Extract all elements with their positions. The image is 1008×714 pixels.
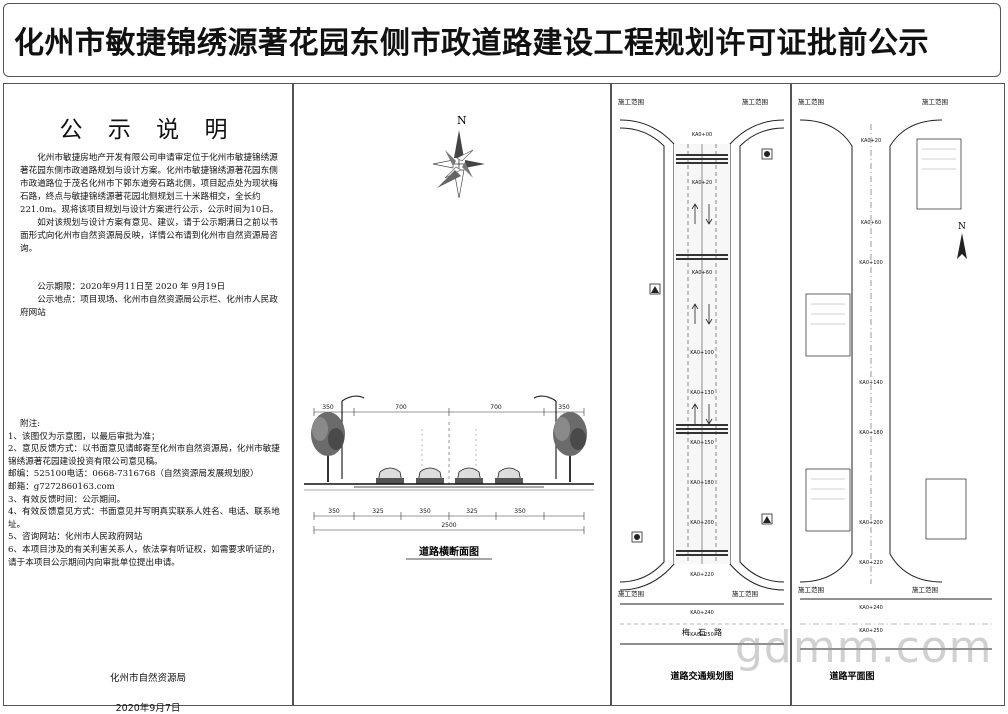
appendix-item: 5、咨询网站：化州市人民政府网站: [8, 532, 143, 543]
traffic-plan-drawing: 施工范围 施工范围 施工范围 施工范围 KA0+00 KA0+20 KA0+60…: [618, 97, 785, 682]
dimension-label: 700: [395, 404, 407, 411]
street-lamp-icon: [533, 395, 557, 479]
dimension-total: 2500: [441, 522, 456, 529]
station-label: KA0+240: [690, 610, 714, 616]
cross-section-drawing: N 350 700 700 350: [304, 114, 594, 560]
station-label: KA0+60: [692, 270, 712, 276]
north-arrow-icon: [957, 233, 967, 259]
station-label: KA0+60: [861, 220, 881, 226]
station-label: KA0+100: [859, 260, 883, 266]
appendix-item: 6、本项目涉及的有关利害关系人，依法享有听证权，如需要求听证的，请于本项目公示期…: [8, 544, 280, 568]
notice-body: 化州市敏捷房地产开发有限公司申请审定位于化州市敏捷锦绣源著花园东侧市政道路规划与…: [20, 152, 282, 256]
dimension-label: 325: [466, 508, 478, 515]
dimension-label: 350: [514, 508, 526, 515]
station-label: KA0+240: [859, 605, 883, 611]
appendix-item: 2、意见反馈方式：以书面意见请邮寄至化州市自然资源局，化州市敏捷锦绣源著花园建设…: [8, 444, 280, 467]
road-plan-panel: N 施工范围 施工范围 施工范围 施工范围 KA0+20 KA0+60 KA0+…: [791, 83, 1005, 706]
tree-icon: [311, 412, 345, 482]
station-label: KA0+00: [692, 132, 712, 138]
station-label: KA0+150: [690, 440, 714, 446]
appendix-item: 邮箱：g7272860163.com: [8, 481, 115, 492]
station-label: KA0+200: [690, 520, 714, 526]
dimension-label: 350: [322, 404, 334, 411]
construction-range-label: 施工范围: [618, 97, 644, 106]
north-label: N: [958, 222, 966, 232]
traffic-sign-icon: [649, 283, 661, 295]
construction-range-label: 施工范围: [922, 97, 948, 106]
construction-range-label: 施工范围: [798, 585, 824, 594]
car-icon: [376, 467, 404, 484]
station-label: KA0+20: [692, 180, 712, 186]
notice-location: 公示地点：项目现场、化州市自然资源局公示栏、化州市人民政府网站: [20, 295, 278, 318]
appendix-list: 附注: 1、该图仅为示意图，以最后审批为准； 2、意见反馈方式：以书面意见请邮寄…: [8, 418, 286, 569]
station-label: KA0+100: [690, 350, 714, 356]
notice-paragraph: 如对该规划与设计方案有意见、建议，请于公示期满日之前以书面形式向化州市自然资源局…: [20, 218, 278, 254]
traffic-sign-icon: [761, 513, 773, 525]
station-label: KA0+20: [861, 138, 881, 144]
traffic-plan-caption: 道路交通规划图: [670, 670, 733, 682]
notice-period: 公示期限：2020年9月11日至 2020 年 9月19日: [37, 282, 226, 292]
road-plan-caption: 道路平面图: [829, 670, 874, 682]
notice-paragraph: 化州市敏捷房地产开发有限公司申请审定位于化州市敏捷锦绣源著花园东侧市政道路规划与…: [20, 153, 279, 215]
appendix-item: 1、该图仅为示意图，以最后审批为准；: [8, 431, 160, 442]
road-plan-drawing: N 施工范围 施工范围 施工范围 施工范围 KA0+20 KA0+60 KA0+…: [798, 97, 992, 682]
issue-date: 2020年9月7日: [115, 703, 181, 714]
cross-section-panel: N 350 700 700 350: [293, 83, 611, 706]
construction-range-label: 施工范围: [742, 97, 768, 106]
construction-range-label: 施工范围: [798, 97, 824, 106]
station-label: KA0+140: [859, 380, 883, 386]
notice-panel: 公 示 说 明 化州市敏捷房地产开发有限公司申请审定位于化州市敏捷锦绣源著花园东…: [3, 83, 293, 714]
page-title: 化州市敏捷锦绣源著花园东侧市政道路建设工程规划许可证批前公示: [3, 3, 1001, 77]
construction-range-label: 施工范围: [912, 585, 938, 594]
station-label: KA0+130: [690, 390, 714, 396]
car-icon: [455, 467, 483, 484]
appendix-title: 附注:: [20, 419, 41, 429]
dimension-label: 350: [558, 404, 570, 411]
watermark: gdmm.com: [735, 622, 993, 673]
street-lamp-icon: [341, 395, 365, 479]
station-label: KA0+220: [690, 572, 714, 578]
appendix-item: 4、有效反馈意见方式：书面意见并写明真实联系人姓名、电话、联系地址。: [8, 507, 280, 530]
notice-heading: 公 示 说 明: [59, 117, 237, 143]
appendix-item: 3、有效反馈时间：公示期间。: [8, 494, 126, 505]
construction-range-label: 施工范围: [732, 589, 758, 598]
station-label: KA0+250: [690, 632, 714, 638]
road-name-label: 梅石路: [682, 627, 730, 637]
traffic-plan-panel: 施工范围 施工范围 施工范围 施工范围 KA0+00 KA0+20 KA0+60…: [611, 83, 791, 706]
dimension-label: 700: [490, 404, 502, 411]
dimension-label: 350: [328, 508, 340, 515]
station-label: KA0+180: [690, 480, 714, 486]
dimension-label: 325: [372, 508, 384, 515]
north-label: N: [457, 114, 467, 127]
dimension-label: 350: [419, 508, 431, 515]
traffic-sign-icon: [631, 531, 643, 543]
cross-section-caption: 道路横断面图: [419, 545, 479, 558]
traffic-sign-icon: [761, 148, 773, 160]
car-icon: [495, 467, 523, 484]
construction-range-label: 施工范围: [618, 589, 644, 598]
station-label: KA0+250: [859, 628, 883, 634]
car-icon: [416, 467, 444, 484]
station-label: KA0+200: [859, 520, 883, 526]
north-arrow-icon: [432, 130, 485, 199]
station-label: KA0+180: [859, 430, 883, 436]
appendix-item: 邮编：525100电话：0668-7316768（自然资源局发展规划股）: [8, 469, 259, 480]
station-label: KA0+220: [859, 560, 883, 566]
tree-icon: [553, 412, 587, 482]
issuer: 化州市自然资源局: [109, 673, 186, 684]
